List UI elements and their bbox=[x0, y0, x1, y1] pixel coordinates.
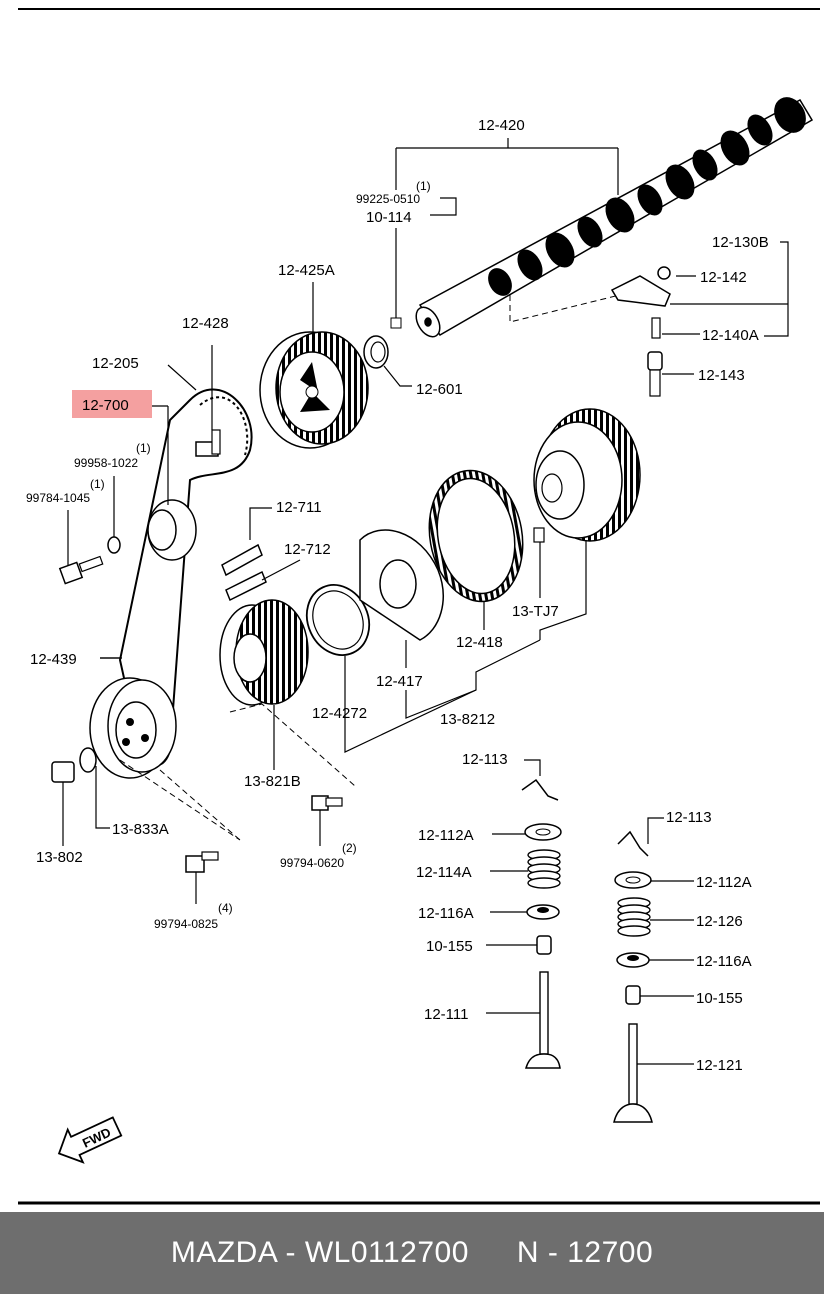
qty-99784-1045: (1) bbox=[90, 477, 105, 491]
label-12-126: 12-126 bbox=[696, 913, 743, 930]
label-12-4272: 12-4272 bbox=[312, 705, 367, 722]
label-12-712: 12-712 bbox=[284, 541, 331, 558]
label-12-601: 12-601 bbox=[416, 381, 463, 398]
label-12-420: 12-420 bbox=[478, 117, 525, 134]
label-13-821B: 13-821B bbox=[244, 773, 301, 790]
bolt-99794-0620 bbox=[311, 795, 343, 846]
label-12-711: 12-711 bbox=[276, 499, 322, 516]
camshaft bbox=[415, 97, 814, 338]
oil-seal-12-601 bbox=[363, 335, 412, 387]
bolt-13-802 bbox=[51, 761, 75, 846]
crank-pulley-13-821B bbox=[219, 599, 309, 770]
label-12-425A: 12-425A bbox=[278, 262, 335, 279]
label-12-112A-right: 12-112A bbox=[696, 874, 752, 891]
fwd-arrow-icon: FWD bbox=[57, 1116, 123, 1164]
label-12-418: 12-418 bbox=[456, 634, 503, 651]
valve-train-right bbox=[613, 817, 694, 1123]
pin-12-712 bbox=[225, 559, 301, 602]
label-12-116A-right: 12-116A bbox=[696, 953, 752, 970]
label-12-113-right: 12-113 bbox=[666, 809, 712, 826]
tensioner-12-700 bbox=[147, 345, 221, 561]
label-12-116A-left: 12-116A bbox=[418, 905, 474, 922]
label-12-112A-left: 12-112A bbox=[418, 827, 474, 844]
footer-caption: MAZDA - WL0112700 N - 12700 bbox=[0, 1212, 824, 1294]
label-10-155-left: 10-155 bbox=[426, 938, 473, 955]
label-13-802: 13-802 bbox=[36, 849, 83, 866]
label-12-205: 12-205 bbox=[92, 355, 139, 372]
label-12-700: 12-700 bbox=[82, 397, 129, 414]
qty-99958-1022: (1) bbox=[136, 441, 151, 455]
label-12-439: 12-439 bbox=[30, 651, 77, 668]
label-99225-0510: 99225-0510 bbox=[356, 192, 420, 206]
rocker-arm-12-130B bbox=[610, 241, 789, 397]
qty-99794-0825: (4) bbox=[218, 901, 233, 915]
pin-13-TJ7 bbox=[533, 527, 545, 598]
valve-train-left bbox=[486, 759, 562, 1069]
label-99784-1045: 99784-1045 bbox=[26, 491, 90, 505]
spring-12-711 bbox=[221, 507, 272, 577]
label-12-143: 12-143 bbox=[698, 367, 745, 384]
gear-13-8212 bbox=[533, 408, 641, 542]
label-12-121: 12-121 bbox=[696, 1057, 743, 1074]
label-13-833A: 13-833A bbox=[112, 821, 169, 838]
gear-12-418 bbox=[428, 469, 524, 630]
crank-pulley-12-439 bbox=[89, 657, 177, 779]
label-12-113-left: 12-113 bbox=[462, 751, 508, 768]
bolt-99784-1045 bbox=[58, 510, 104, 585]
label-12-111: 12-111 bbox=[424, 1006, 468, 1023]
label-10-155-right: 10-155 bbox=[696, 990, 743, 1007]
plate-12-417 bbox=[359, 529, 444, 668]
bolt-99794-0825 bbox=[185, 851, 219, 904]
footer-reference: N - 12700 bbox=[516, 1236, 654, 1269]
label-10-114: 10-114 bbox=[366, 209, 412, 226]
label-12-114A: 12-114A bbox=[416, 864, 472, 881]
label-99794-0825: 99794-0825 bbox=[154, 917, 218, 931]
label-12-142: 12-142 bbox=[700, 269, 747, 286]
seal-12-4272 bbox=[305, 584, 371, 700]
qty-99225-0510: (1) bbox=[416, 179, 431, 193]
qty-99794-0620: (2) bbox=[342, 841, 357, 855]
label-99958-1022: 99958-1022 bbox=[74, 456, 138, 470]
cam-pulley-12-425A bbox=[259, 282, 369, 449]
parts-diagram: FWD 12-420 (1) 99225-0510 10-114 12-425A… bbox=[18, 8, 820, 1205]
highlight-12-700 bbox=[72, 390, 152, 418]
label-12-417: 12-417 bbox=[376, 673, 423, 690]
washer-13-833A bbox=[79, 747, 110, 829]
label-12-140A: 12-140A bbox=[702, 327, 759, 344]
label-13-8212: 13-8212 bbox=[440, 711, 495, 728]
label-12-428: 12-428 bbox=[182, 315, 229, 332]
footer-part-number: MAZDA - WL0112700 bbox=[170, 1236, 469, 1269]
washer-99958-1022 bbox=[107, 476, 121, 554]
label-13-TJ7: 13-TJ7 bbox=[512, 603, 559, 620]
label-99794-0620: 99794-0620 bbox=[280, 856, 344, 870]
label-12-130B: 12-130B bbox=[712, 234, 769, 251]
